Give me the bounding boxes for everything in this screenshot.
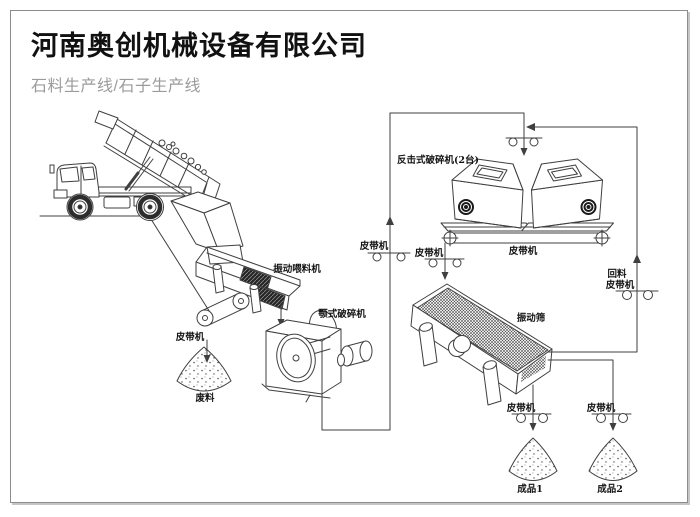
belt-pulley-icon	[591, 413, 632, 423]
dump-truck-icon	[49, 110, 221, 221]
label-return-belt: 皮带机	[605, 279, 635, 291]
label-belt-waste: 皮带机	[175, 331, 205, 343]
label-belt-main: 皮带机	[508, 245, 538, 257]
belt-pulley-icon	[615, 290, 659, 300]
company-title: 河南奥创机械设备有限公司	[31, 31, 367, 61]
jaw-output-riser-line	[321, 112, 528, 431]
label-belt-riser: 皮带机	[359, 240, 389, 252]
label-waste: 废料	[195, 392, 215, 404]
label-belt-product1: 皮带机	[506, 402, 536, 414]
ground-line	[39, 215, 214, 318]
label-belt-screen-feed: 皮带机	[414, 247, 444, 259]
truck-wheel-rear	[136, 193, 164, 221]
product-pile-2-icon	[588, 437, 638, 481]
belt-pulley-icon	[505, 137, 543, 147]
belt-pulley-icon	[367, 252, 411, 262]
waste-belt-conveyor-icon	[196, 292, 250, 327]
label-vibrating-feeder: 振动喂料机	[273, 263, 321, 275]
label-product2: 成品2	[597, 483, 623, 495]
label-vibrating-screen: 振动筛	[517, 312, 546, 324]
page-subtitle: 石料生产线/石子生产线	[31, 78, 201, 95]
waste-pile-icon	[176, 346, 232, 392]
screen-feed-arrow	[441, 242, 449, 280]
main-belt-conveyor-icon	[441, 229, 611, 247]
label-product1: 成品1	[517, 483, 543, 495]
label-impact-crusher: 反击式破碎机(2台)	[397, 154, 479, 166]
jaw-crusher-icon	[261, 309, 373, 403]
label-return-material: 回料	[607, 268, 627, 280]
vibrating-screen-icon	[410, 283, 553, 406]
belt-pulley-icon	[424, 258, 465, 268]
product2-belt-line	[547, 359, 617, 431]
product1-belt-line	[529, 384, 537, 431]
belt-pulley-icon	[511, 413, 552, 423]
truck-wheel-front	[66, 193, 94, 221]
label-jaw-crusher: 颚式破碎机	[318, 308, 366, 320]
page-frame	[10, 10, 688, 503]
product-pile-1-icon	[508, 437, 558, 481]
diagram-labels: 振动喂料机 皮带机 废料 颚式破碎机 皮带机 反击式破碎机(2台) 皮带机 皮带…	[175, 154, 635, 495]
vibrating-feeder-icon	[195, 246, 301, 314]
impact-crusher-left-icon	[440, 158, 534, 232]
label-belt-product2: 皮带机	[586, 402, 616, 414]
impact-crusher-right-icon	[521, 158, 614, 232]
return-belt-line	[526, 123, 641, 353]
